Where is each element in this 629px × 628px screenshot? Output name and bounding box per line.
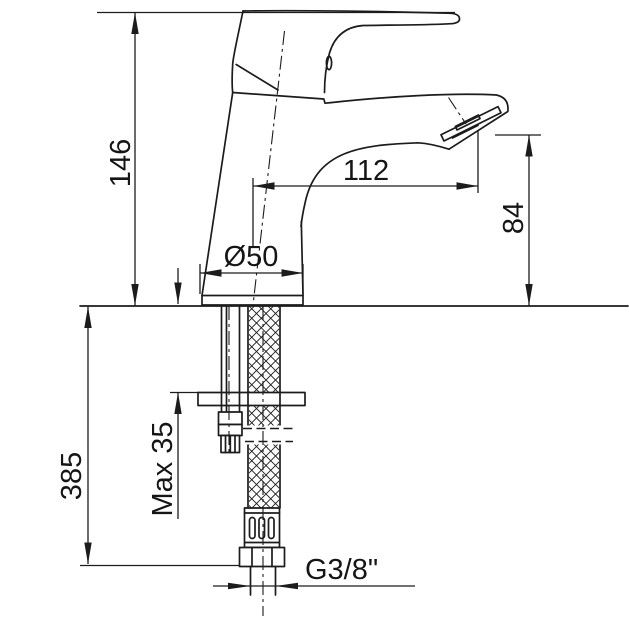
aerator [440, 105, 502, 142]
dim-spout-height-label: 84 [498, 202, 530, 234]
handle-detail-oval [325, 55, 333, 71]
supply-hose [243, 304, 294, 509]
dim-base-diameter: Ø50 [199, 241, 304, 294]
ext-lines-flange [199, 264, 304, 294]
body-left-edge [201, 91, 234, 297]
dim-spout-reach: 112 [252, 131, 479, 246]
mounting-plate [197, 391, 306, 407]
faucet-spout [300, 93, 509, 228]
dim-spout-height: 84 [495, 134, 541, 306]
dim-max-counter-thickness-label: Max 35 [147, 421, 179, 516]
centerlines [228, 30, 286, 616]
dim-total-height: 146 [97, 11, 455, 306]
dim-max-counter-thickness: Max 35 [147, 268, 199, 519]
body-axis-centerline [252, 30, 286, 306]
hose-break-band [243, 425, 294, 445]
faucet-handle [231, 9, 461, 94]
aerator-centerline [448, 97, 467, 125]
stud-nut-lower [217, 423, 243, 437]
dim-spout-reach-label: 112 [343, 155, 389, 187]
spout-top-edge [330, 93, 509, 151]
dim-install-length-label: 385 [56, 452, 88, 500]
dim-total-height-label: 146 [105, 139, 137, 187]
dim-base-diameter-label: Ø50 [224, 241, 279, 273]
cap-seam-upper [235, 63, 279, 91]
dim-thread-size-label: G3/8" [305, 554, 378, 586]
hose-hex-nut [238, 546, 286, 568]
mounting-stud [217, 304, 243, 454]
spout-bottom-edge [300, 141, 450, 228]
cap-seam-lower [231, 91, 332, 105]
dim-install-length: 385 [56, 306, 240, 567]
hose-end-fitting [238, 507, 286, 596]
dim-thread-size: G3/8" [213, 554, 415, 590]
thread-end [249, 565, 277, 596]
base-flange [201, 294, 304, 306]
stud-nut-upper [217, 411, 243, 426]
